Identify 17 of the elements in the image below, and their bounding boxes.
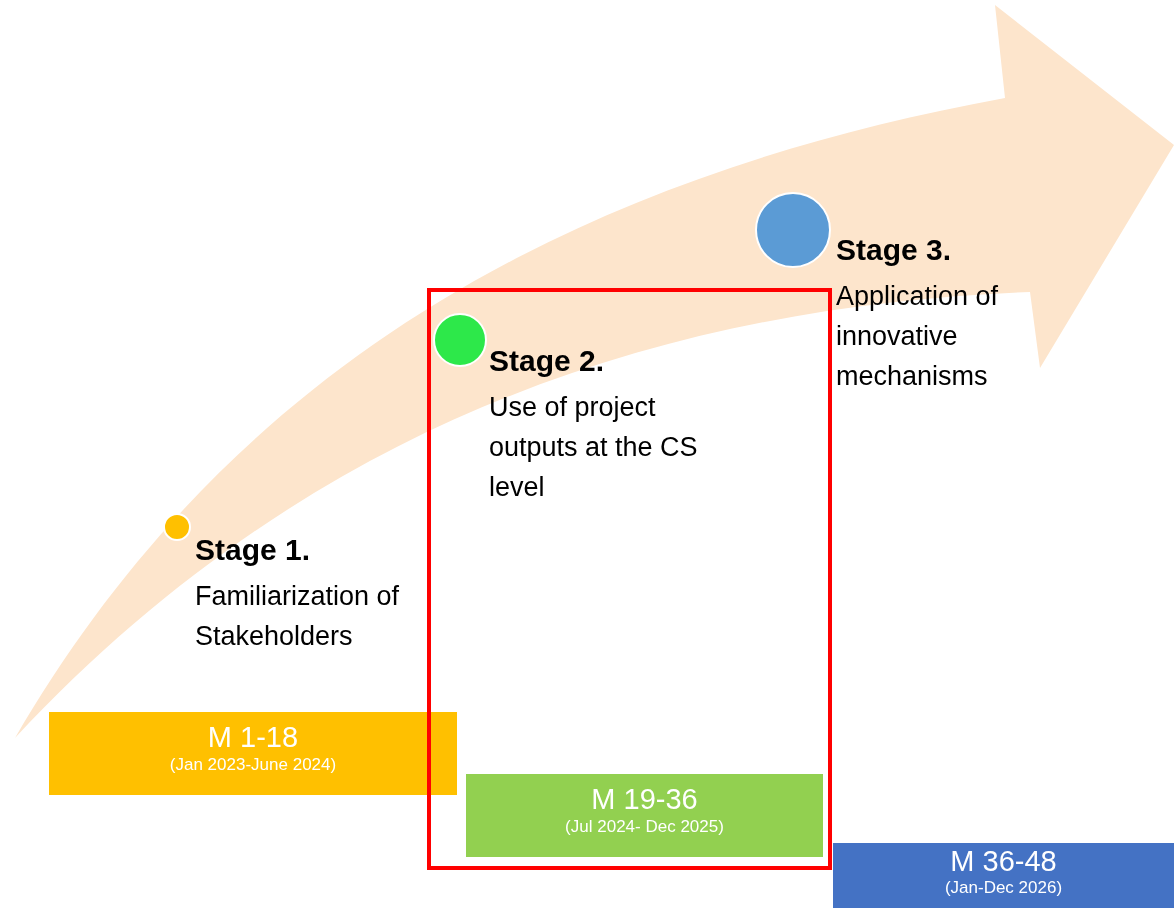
stage-description: Application of innovative mechanisms (836, 280, 1000, 393)
stage-heading: Stage 2. (489, 343, 606, 379)
date-range: (Jan-Dec 2026) (944, 877, 1063, 899)
month-range: M 1-18 (207, 720, 299, 754)
timeline-bar (49, 712, 457, 795)
stage-description: Familiarization of Stakeholders (195, 580, 401, 653)
stage-heading: Stage 3. (836, 232, 953, 268)
stage-dot (163, 513, 191, 541)
highlight-frame (427, 288, 832, 870)
date-range: (Jul 2024- Dec 2025) (565, 816, 724, 838)
month-range: M 19-36 (591, 782, 698, 816)
stage-description: Use of project outputs at the CS level (489, 391, 699, 504)
timeline-bar (466, 774, 823, 857)
timeline-bar (833, 843, 1174, 908)
date-range: (Jan 2023-June 2024) (169, 754, 337, 776)
month-range: M 36-48 (950, 845, 1057, 877)
stage-heading: Stage 1. (195, 532, 312, 568)
